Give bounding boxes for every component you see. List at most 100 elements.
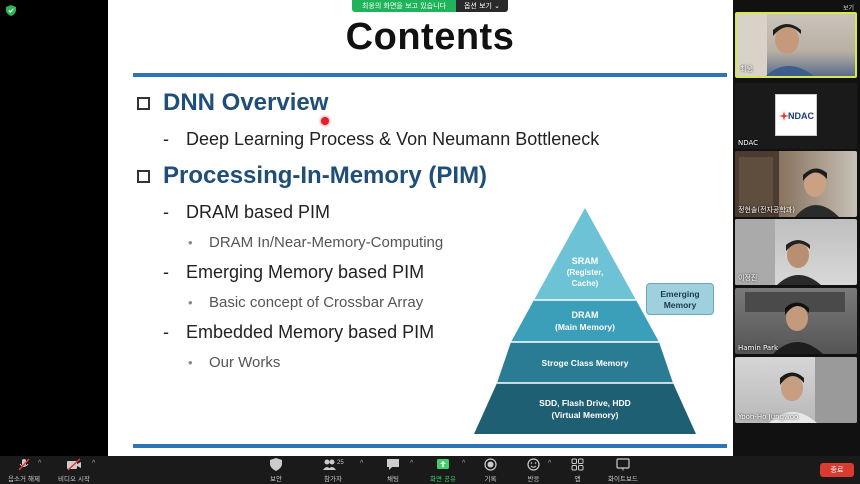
- participant-video-icon: [745, 292, 845, 354]
- dash-bullet-icon: -: [163, 322, 169, 342]
- ndac-logo-icon: NDAC: [775, 94, 817, 136]
- pyramid-label: SDD, Flash Drive, HDD: [539, 398, 631, 408]
- pyramid-tier-storage: [474, 383, 696, 434]
- participant-name: Hamin Park: [738, 344, 779, 352]
- slide-title: Contents: [345, 16, 515, 58]
- reactions-icon: [527, 458, 540, 471]
- apps-icon: [571, 458, 584, 471]
- pyramid-tier-sram: [534, 208, 636, 300]
- chevron-up-icon[interactable]: ^: [548, 460, 552, 467]
- reactions-label: 반응: [527, 475, 540, 483]
- record-label: 기록: [484, 475, 497, 483]
- share-status-text: 최웅의 화면을 보고 있습니다: [352, 0, 456, 12]
- title-divider: [133, 73, 727, 77]
- pyramid-label: (Register,: [567, 268, 603, 277]
- pyramid-tier-scm: [497, 342, 673, 383]
- participant-tile[interactable]: Hamin Park: [735, 288, 857, 354]
- pyramid-label: Cache): [572, 279, 599, 288]
- participant-video-panel: 보기 최웅 NDAC NDAC: [733, 0, 860, 456]
- laser-pointer: [321, 117, 329, 125]
- security-button[interactable]: 보안: [270, 458, 282, 483]
- chevron-up-icon[interactable]: ^: [38, 460, 42, 467]
- dot-bullet-icon: •: [188, 355, 193, 370]
- dot-bullet-icon: •: [188, 295, 193, 310]
- screen-share-banner: 최웅의 화면을 보고 있습니다 옵션 보기 ⌄: [352, 0, 509, 12]
- participants-button[interactable]: 25 참가자: [322, 458, 344, 483]
- outline-item: Emerging Memory based PIM: [186, 262, 425, 282]
- shield-icon[interactable]: [6, 5, 16, 16]
- dot-bullet-icon: •: [188, 235, 193, 250]
- outline-item: Basic concept of Crossbar Array: [209, 294, 424, 311]
- apps-button[interactable]: 앱: [571, 458, 584, 483]
- callout-line: Emerging: [660, 289, 700, 299]
- chevron-up-icon[interactable]: ^: [410, 460, 414, 467]
- participant-name: 정현솔(전자공학과): [738, 206, 795, 214]
- chevron-up-icon[interactable]: ^: [462, 460, 466, 467]
- participant-tile[interactable]: 정현솔(전자공학과): [735, 151, 857, 217]
- pyramid-label: (Virtual Memory): [552, 410, 619, 420]
- pyramid-label: SRAM: [572, 256, 599, 266]
- view-toggle[interactable]: 보기: [842, 5, 854, 12]
- whiteboard-button[interactable]: 화이트보드: [608, 458, 638, 483]
- dash-bullet-icon: -: [163, 129, 169, 149]
- pyramid-label: DRAM: [572, 310, 599, 320]
- unmute-button[interactable]: 음소거 해제: [8, 458, 40, 483]
- footer-divider: [133, 444, 727, 448]
- shield-icon: [270, 458, 282, 471]
- start-video-button[interactable]: 비디오 시작: [58, 458, 90, 483]
- outline-item: DRAM based PIM: [186, 202, 331, 222]
- outline-item: DRAM In/Near-Memory-Computing: [209, 234, 444, 251]
- emerging-memory-callout: Emerging Memory: [646, 283, 714, 315]
- share-screen-button[interactable]: 화면 공유: [430, 458, 456, 483]
- record-button[interactable]: 기록: [484, 458, 497, 483]
- participant-video-icon: [737, 14, 814, 76]
- whiteboard-icon: [616, 458, 630, 471]
- pyramid-label: Stroge Class Memory: [542, 358, 629, 368]
- chat-icon: [387, 459, 399, 470]
- memory-hierarchy-pyramid: SRAM (Register, Cache) DRAM (Main Memory…: [474, 208, 696, 434]
- checkbox-bullet-icon: [137, 170, 150, 183]
- unmute-label: 음소거 해제: [8, 475, 40, 483]
- outline-item: Deep Learning Process & Von Neumann Bott…: [186, 129, 600, 149]
- outline-item: Our Works: [209, 354, 281, 371]
- apps-label: 앱: [574, 475, 581, 483]
- participant-tile-active-speaker[interactable]: 최웅: [735, 12, 857, 78]
- end-meeting-button[interactable]: 종료: [820, 463, 854, 477]
- participant-video-icon: [769, 357, 857, 423]
- participant-video-icon: [735, 219, 821, 285]
- pyramid-tier-dram: [511, 300, 659, 342]
- checkbox-bullet-icon: [137, 97, 150, 110]
- reactions-button[interactable]: 반응: [527, 458, 540, 483]
- share-screen-icon: [437, 459, 449, 469]
- security-label: 보안: [270, 475, 282, 483]
- video-camera-off-icon: [66, 458, 81, 471]
- chat-label: 채팅: [387, 475, 399, 483]
- outline-item: DNN Overview: [163, 89, 329, 116]
- whiteboard-label: 화이트보드: [608, 475, 638, 483]
- participant-tile[interactable]: Yoon-Ho Jungwoo: [735, 357, 857, 423]
- view-options-button[interactable]: 옵션 보기 ⌄: [455, 0, 509, 12]
- participant-count: 25: [337, 460, 344, 466]
- start-video-label: 비디오 시작: [58, 475, 90, 483]
- participant-name: NDAC: [738, 139, 759, 147]
- chat-button[interactable]: 채팅: [386, 458, 400, 483]
- chevron-up-icon[interactable]: ^: [360, 460, 364, 467]
- outline-item: Embedded Memory based PIM: [186, 322, 435, 342]
- dash-bullet-icon: -: [163, 262, 169, 282]
- callout-line: Memory: [663, 300, 697, 310]
- chevron-up-icon[interactable]: ^: [92, 460, 96, 467]
- meeting-toolbar: 음소거 해제 ^ 비디오 시작 ^ 보안 25: [0, 456, 860, 484]
- microphone-muted-icon: [18, 458, 30, 471]
- participant-name: 이정진: [738, 274, 758, 282]
- record-icon: [484, 458, 497, 471]
- participants-icon: 25: [323, 459, 344, 470]
- participant-tile[interactable]: NDAC NDAC: [735, 83, 857, 149]
- participant-video-icon: [735, 151, 839, 217]
- logo-text: NDAC: [788, 111, 814, 121]
- participant-name: 최웅: [740, 65, 753, 73]
- shared-slide: Contents DNN Overview - Deep Learning Pr…: [108, 0, 752, 456]
- outline-item: Processing-In-Memory (PIM): [163, 162, 488, 189]
- participant-name: Yoon-Ho Jungwoo: [738, 413, 799, 421]
- participant-tile[interactable]: 이정진: [735, 219, 857, 285]
